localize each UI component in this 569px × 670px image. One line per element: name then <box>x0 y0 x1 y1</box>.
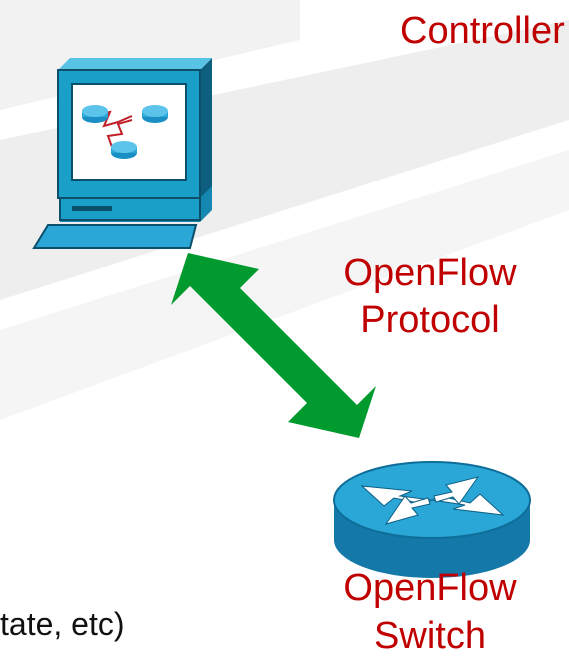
switch-label-line2: Switch <box>374 615 486 657</box>
protocol-label-line2: Protocol <box>360 299 500 341</box>
openflow-switch-router-icon <box>333 461 531 578</box>
background-band-lower <box>0 150 569 420</box>
controller-label: Controller <box>400 10 565 52</box>
openflow-protocol-arrow <box>171 253 376 438</box>
switch-label-line1: OpenFlow <box>343 567 517 609</box>
screen-network-icon <box>82 105 168 159</box>
protocol-label-line1: OpenFlow <box>343 252 517 294</box>
cropped-body-text: tate, etc) <box>0 606 125 642</box>
controller-computer-icon <box>32 58 212 249</box>
